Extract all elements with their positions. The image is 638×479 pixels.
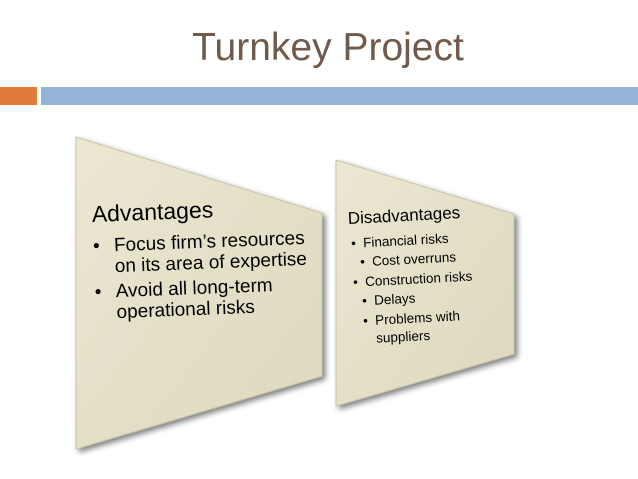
disadvantages-item-2: •Cost overruns [360, 249, 457, 269]
disadvantages-item-5-continued: suppliers [376, 328, 431, 346]
disadvantages-item-4: •Delays [362, 291, 416, 309]
disadvantages-panel-shape [335, 159, 515, 407]
disadvantages-item-1: •Financial risks [351, 231, 449, 251]
disadvantages-item-3: •Construction risks [353, 269, 473, 290]
advantages-panel: Advantages • Focus firm’s resources on i… [75, 136, 323, 450]
advantages-bullet-2: • Avoid all long-term operational risks [94, 275, 279, 324]
disadvantages-item-5: •Problems with [363, 308, 460, 328]
advantages-bullet-1: • Focus firm’s resources on its area of … [93, 228, 311, 278]
accent-bar-blue [41, 87, 638, 105]
advantages-heading: Advantages [91, 196, 213, 227]
advantages-panel-shape [75, 136, 323, 450]
accent-bar-orange [0, 87, 37, 105]
slide-title: Turnkey Project [192, 26, 464, 69]
disadvantages-panel: Disadvantages •Financial risks •Cost ove… [335, 159, 515, 407]
